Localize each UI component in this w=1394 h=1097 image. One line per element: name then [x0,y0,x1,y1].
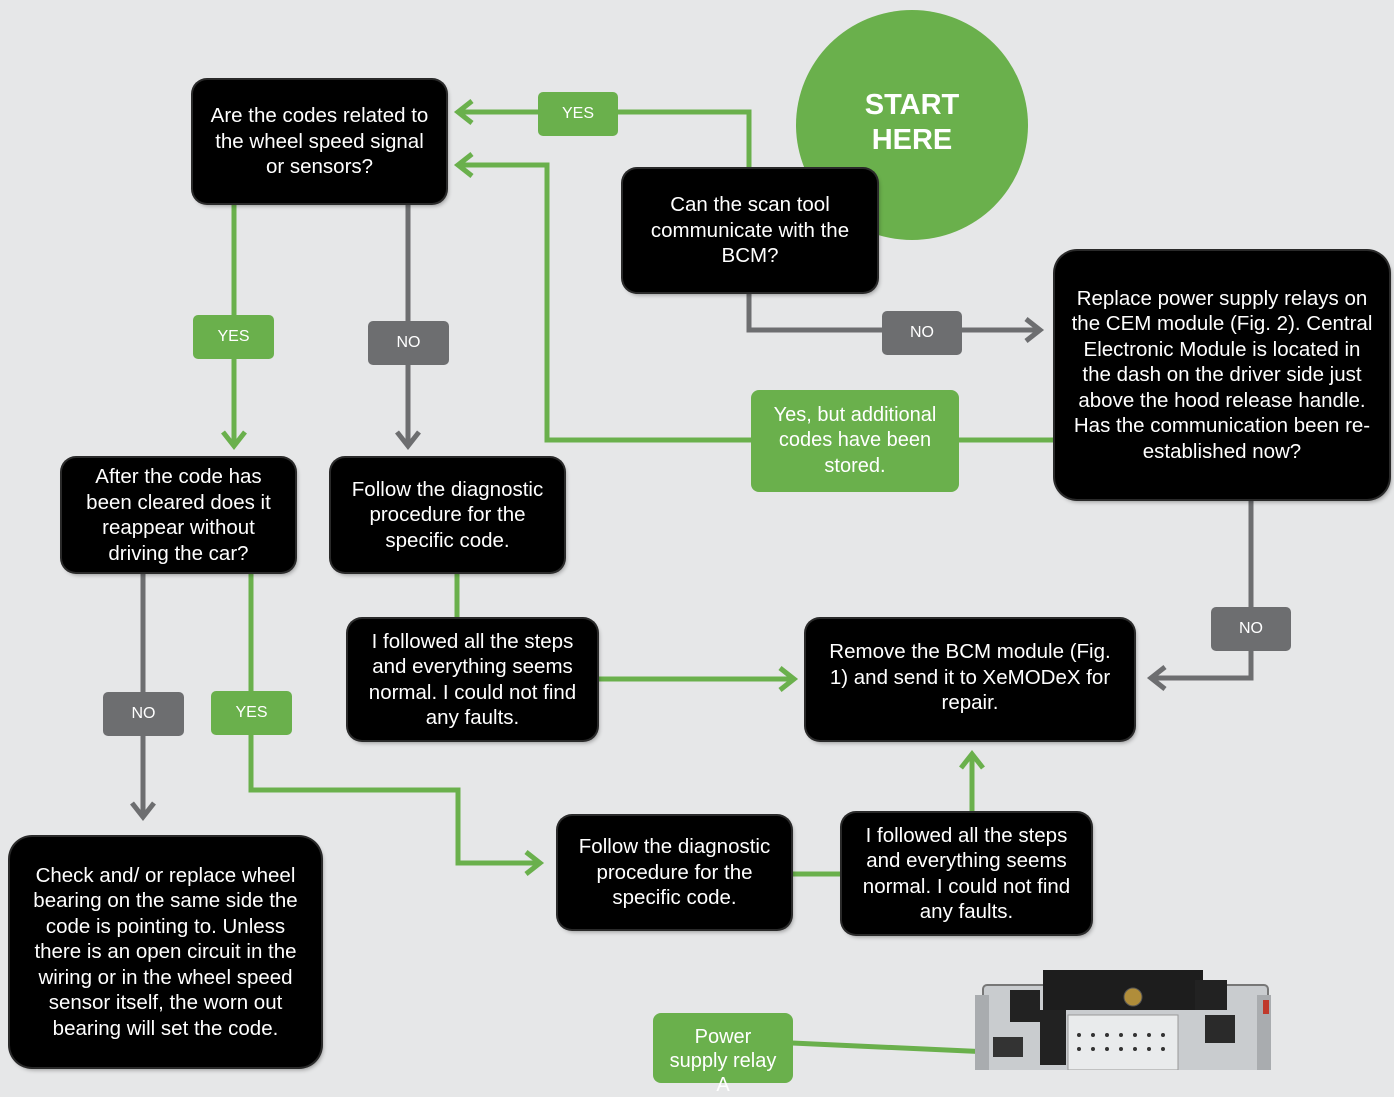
connector-lines [130,99,1254,1055]
start-label: START HERE [864,89,960,156]
cem-module-image [975,970,1271,1070]
check-bearing-step: Check and/ or replace wheel bearing on t… [10,837,321,1067]
no-label-bottom: NO [103,692,184,736]
no-label-right: NO [1211,607,1291,651]
yes-label-bottom: YES [211,691,292,735]
replace-relays-step: Replace power supply relays on the CEM m… [1055,251,1389,499]
remove-bcm-step: Remove the BCM module (Fig. 1) and send … [806,619,1134,740]
yes-label-top: YES [538,92,618,136]
yes-but-additional-codes: Yes, but additional codes have been stor… [751,390,959,492]
follow-diagnostic-1: Follow the diagnostic procedure for the … [331,458,564,572]
power-supply-callout: Power supply relay A [653,1013,793,1096]
no-label-mid: NO [368,321,449,365]
followed-steps-1: I followed all the steps and everything … [348,619,597,740]
codes-related-question: Are the codes related to the wheel speed… [193,80,446,203]
yes-label-left: YES [193,315,274,359]
scan-tool-question: Can the scan tool communicate with the B… [623,169,877,292]
follow-diagnostic-2: Follow the diagnostic procedure for the … [558,816,791,929]
no-label-scan: NO [882,311,962,355]
code-cleared-question: After the code has been cleared does it … [62,458,295,572]
followed-steps-2: I followed all the steps and everything … [842,813,1091,934]
